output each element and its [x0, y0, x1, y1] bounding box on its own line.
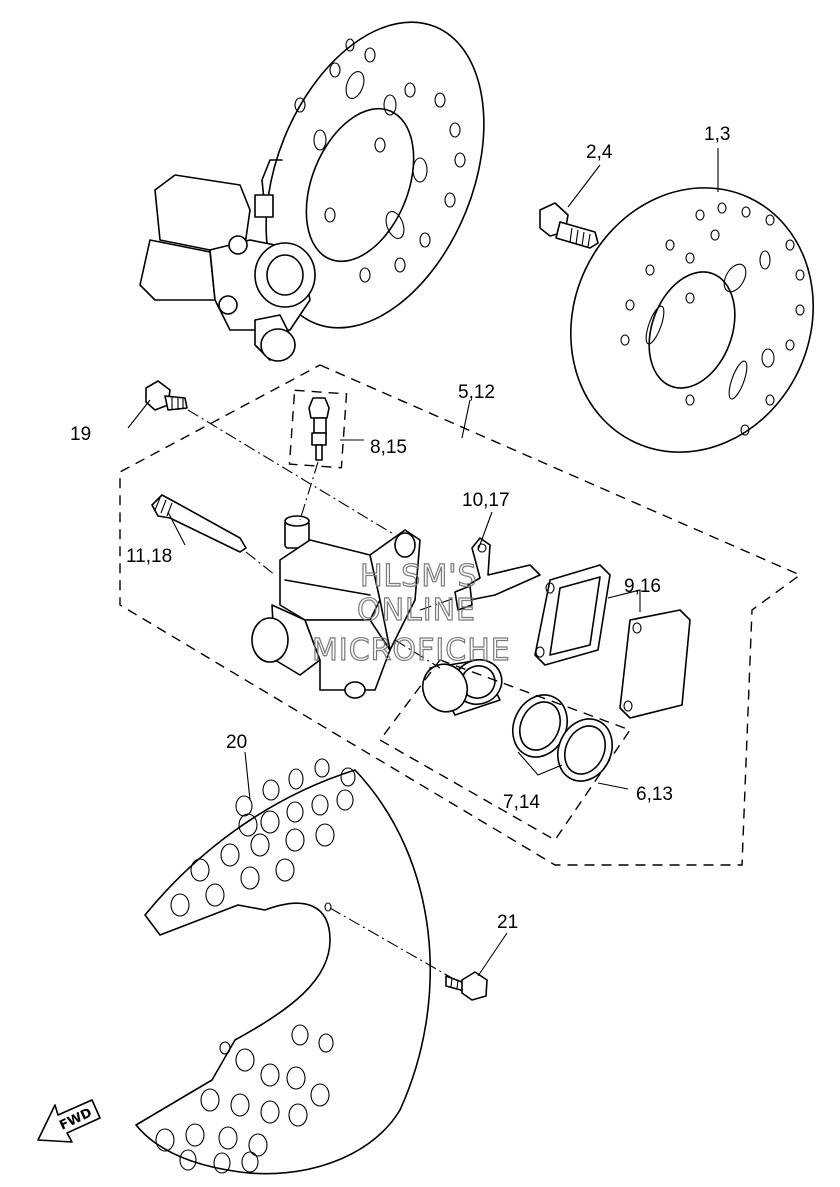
callout-8-15: 8,15: [370, 437, 407, 458]
callout-19: 19: [70, 424, 91, 445]
forward-arrow-icon: FWD: [37, 1099, 101, 1143]
guard-bolt: [445, 971, 488, 1001]
watermark-line-1: HLSM'S: [360, 559, 478, 594]
disc-bolt: [539, 202, 599, 249]
leader-lines: [127, 148, 719, 979]
brake-pads: [534, 564, 691, 719]
caliper-assembled: [139, 159, 316, 362]
caliper-body: [251, 515, 421, 699]
watermark: HLSM'S ONLINE MICROFICHE: [311, 558, 511, 668]
watermark-line-3: MICROFICHE: [312, 633, 511, 668]
piston-seals: [512, 694, 613, 782]
callout-6-13: 6,13: [636, 784, 673, 805]
assembly-outline: [119, 364, 802, 866]
callout-labels: 1,3 2,4 5,12 19 8,15 10,17 11,18 9,16 20…: [70, 124, 730, 933]
callout-2-4: 2,4: [586, 142, 613, 163]
caliper-pin: [151, 494, 247, 553]
callout-21: 21: [497, 912, 518, 933]
caliper-bolt: [145, 380, 188, 411]
callout-5-12: 5,12: [458, 382, 495, 403]
callout-1-3: 1,3: [704, 124, 730, 145]
callout-11-18: 11,18: [126, 546, 172, 567]
callout-20: 20: [226, 732, 247, 753]
caliper-piston: [421, 658, 503, 716]
bleed-screw: [288, 389, 348, 469]
callout-7-14: 7,14: [503, 792, 540, 813]
disc-guard: [135, 758, 432, 1175]
callout-9-16: 9,16: [624, 576, 661, 597]
brake-disc-assembled: [265, 21, 485, 329]
pad-spring: [454, 537, 541, 611]
callout-10-17: 10,17: [462, 490, 510, 511]
brake-disc: [569, 187, 815, 453]
watermark-line-2: ONLINE: [357, 593, 476, 628]
